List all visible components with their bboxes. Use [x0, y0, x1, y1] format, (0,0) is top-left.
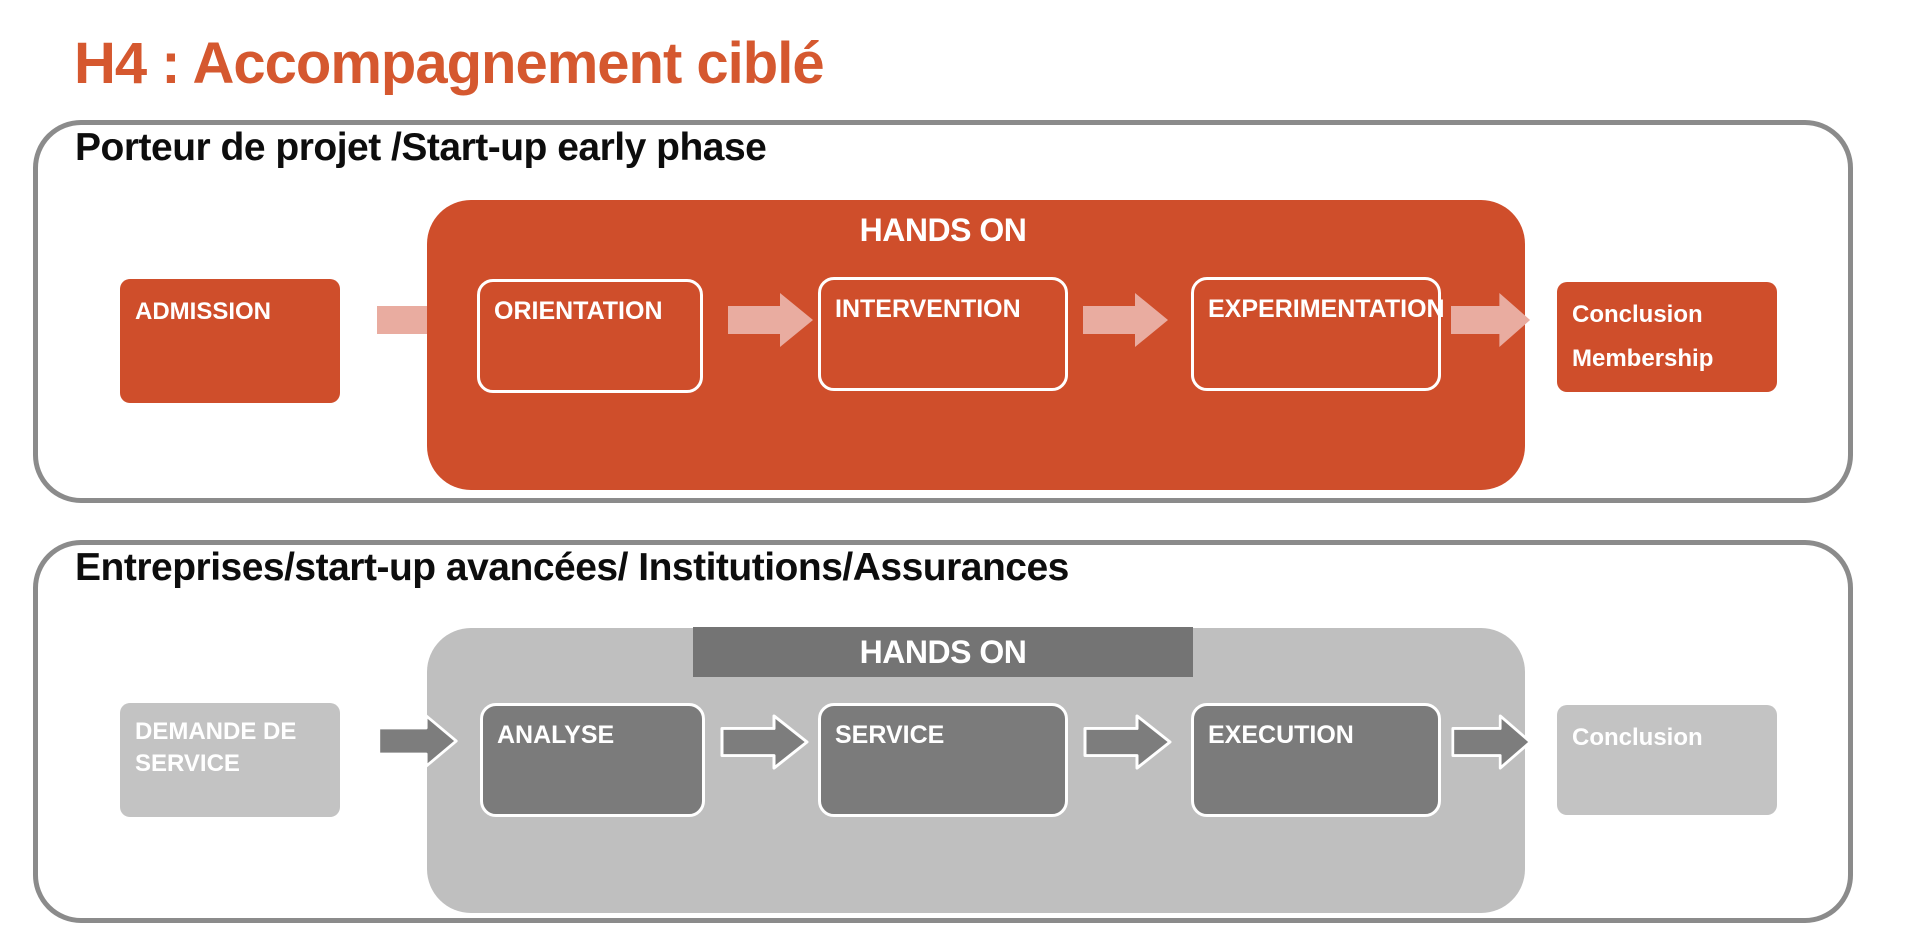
- hands-on-bar: HANDS ON: [693, 627, 1193, 677]
- step-execution-box: EXECUTION: [1191, 703, 1441, 817]
- step-analyse-label: ANALYSE: [497, 721, 615, 749]
- admission-box: ADMISSION: [120, 279, 340, 403]
- demande-line: DEMANDE DE: [135, 718, 297, 745]
- step-orientation-box: ORIENTATION: [477, 279, 703, 393]
- arrow-right-icon: [1451, 713, 1533, 771]
- conclusion-membership-box: Conclusion Membership: [1557, 282, 1777, 392]
- step-analyse-box: ANALYSE: [480, 703, 705, 817]
- step-experimentation-label: EXPERIMENTATION: [1208, 295, 1445, 323]
- admission-label: ADMISSION: [135, 298, 272, 325]
- hands-on-title-advanced: HANDS ON: [859, 633, 1027, 670]
- arrow-right-icon: [377, 713, 459, 769]
- slide-title: H4 : Accompagnement ciblé: [74, 31, 825, 96]
- arrow-right-icon: [720, 713, 810, 771]
- membership-line: Membership: [1572, 345, 1714, 372]
- step-intervention-label: INTERVENTION: [835, 295, 1021, 323]
- step-experimentation-box: EXPERIMENTATION: [1191, 277, 1445, 391]
- step-execution-label: EXECUTION: [1208, 721, 1354, 749]
- arrow-right-icon: [1451, 292, 1531, 348]
- service-line: SERVICE: [135, 750, 240, 777]
- step-service-label: SERVICE: [835, 721, 945, 749]
- panel-early-phase-header: Porteur de projet /Start-up early phase: [75, 126, 767, 169]
- step-orientation-label: ORIENTATION: [494, 297, 663, 325]
- conclusion-line: Conclusion: [1572, 301, 1703, 328]
- conclusion-label: Conclusion: [1572, 724, 1703, 751]
- hands-on-container-orange: [427, 200, 1525, 490]
- arrow-right-icon: [1083, 292, 1169, 348]
- step-service-box: SERVICE: [818, 703, 1068, 817]
- conclusion-box: Conclusion: [1557, 705, 1777, 815]
- arrow-right-icon: [1083, 713, 1173, 771]
- hands-on-title-early: HANDS ON: [859, 212, 1027, 248]
- demande-de-service-box: DEMANDE DE SERVICE: [120, 703, 340, 817]
- arrow-right-icon: [728, 292, 814, 348]
- step-intervention-box: INTERVENTION: [818, 277, 1068, 391]
- panel-advanced-header: Entreprises/start-up avancées/ Instituti…: [75, 546, 1069, 589]
